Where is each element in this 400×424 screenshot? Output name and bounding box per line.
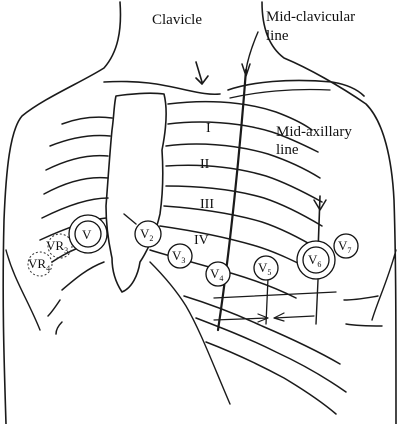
sternum (106, 93, 166, 292)
intercostal-space-2: II (200, 157, 210, 172)
v2-pointer (124, 214, 136, 224)
v4r-label: VR4 (28, 256, 50, 273)
mid-clavicular-line (218, 70, 246, 330)
torso-outline (3, 2, 396, 424)
mid-clavicular-label-line1: Mid-clavicular (266, 9, 355, 25)
mid-axillary-label-line1: Mid-axillary (276, 124, 352, 140)
intercostal-space-4: IV (194, 233, 209, 248)
intercostal-space-3: III (200, 197, 214, 212)
mid-axillary-label-line2: line (276, 142, 299, 158)
electrode-v1-label: V (82, 227, 92, 242)
intercostal-space-1: I (206, 121, 211, 136)
v3r-label: VR3 (46, 238, 68, 255)
clavicle-label: Clavicle (152, 12, 202, 28)
mid-clavicular-label-line2: line (266, 28, 289, 44)
mid-clavicular-pointer (246, 32, 258, 70)
mid-axillary-line (316, 280, 318, 324)
